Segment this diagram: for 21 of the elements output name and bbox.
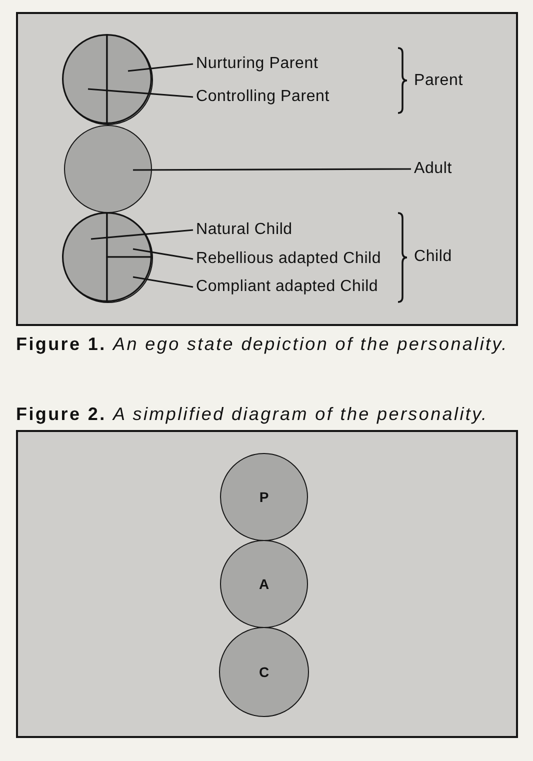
leader-label: Adult xyxy=(414,160,452,178)
circle-quadrant xyxy=(107,212,152,258)
leader-line xyxy=(133,168,411,171)
circle-half xyxy=(107,34,152,124)
leader-label: Nurturing Parent xyxy=(196,55,318,73)
leader-line xyxy=(88,88,194,98)
leader-label: Controlling Parent xyxy=(196,88,330,106)
group-label: Parent xyxy=(414,72,463,90)
leader-label: Rebellious adapted Child xyxy=(196,250,382,268)
circle-quadrant xyxy=(107,257,152,302)
leader-line xyxy=(90,229,194,240)
leader-line xyxy=(128,63,194,72)
figure-caption: Figure 2. A simplified diagram of the personality. xyxy=(16,403,488,425)
figure-caption: Figure 1. An ego state depiction of the personality. xyxy=(16,333,508,355)
leader-label: Compliant adapted Child xyxy=(196,278,378,296)
leader-line xyxy=(132,248,194,260)
group-label: Child xyxy=(414,248,452,266)
leader-label: Natural Child xyxy=(196,221,292,239)
leader-line xyxy=(132,276,194,288)
circle-half xyxy=(62,212,108,302)
circle-half xyxy=(62,34,108,124)
